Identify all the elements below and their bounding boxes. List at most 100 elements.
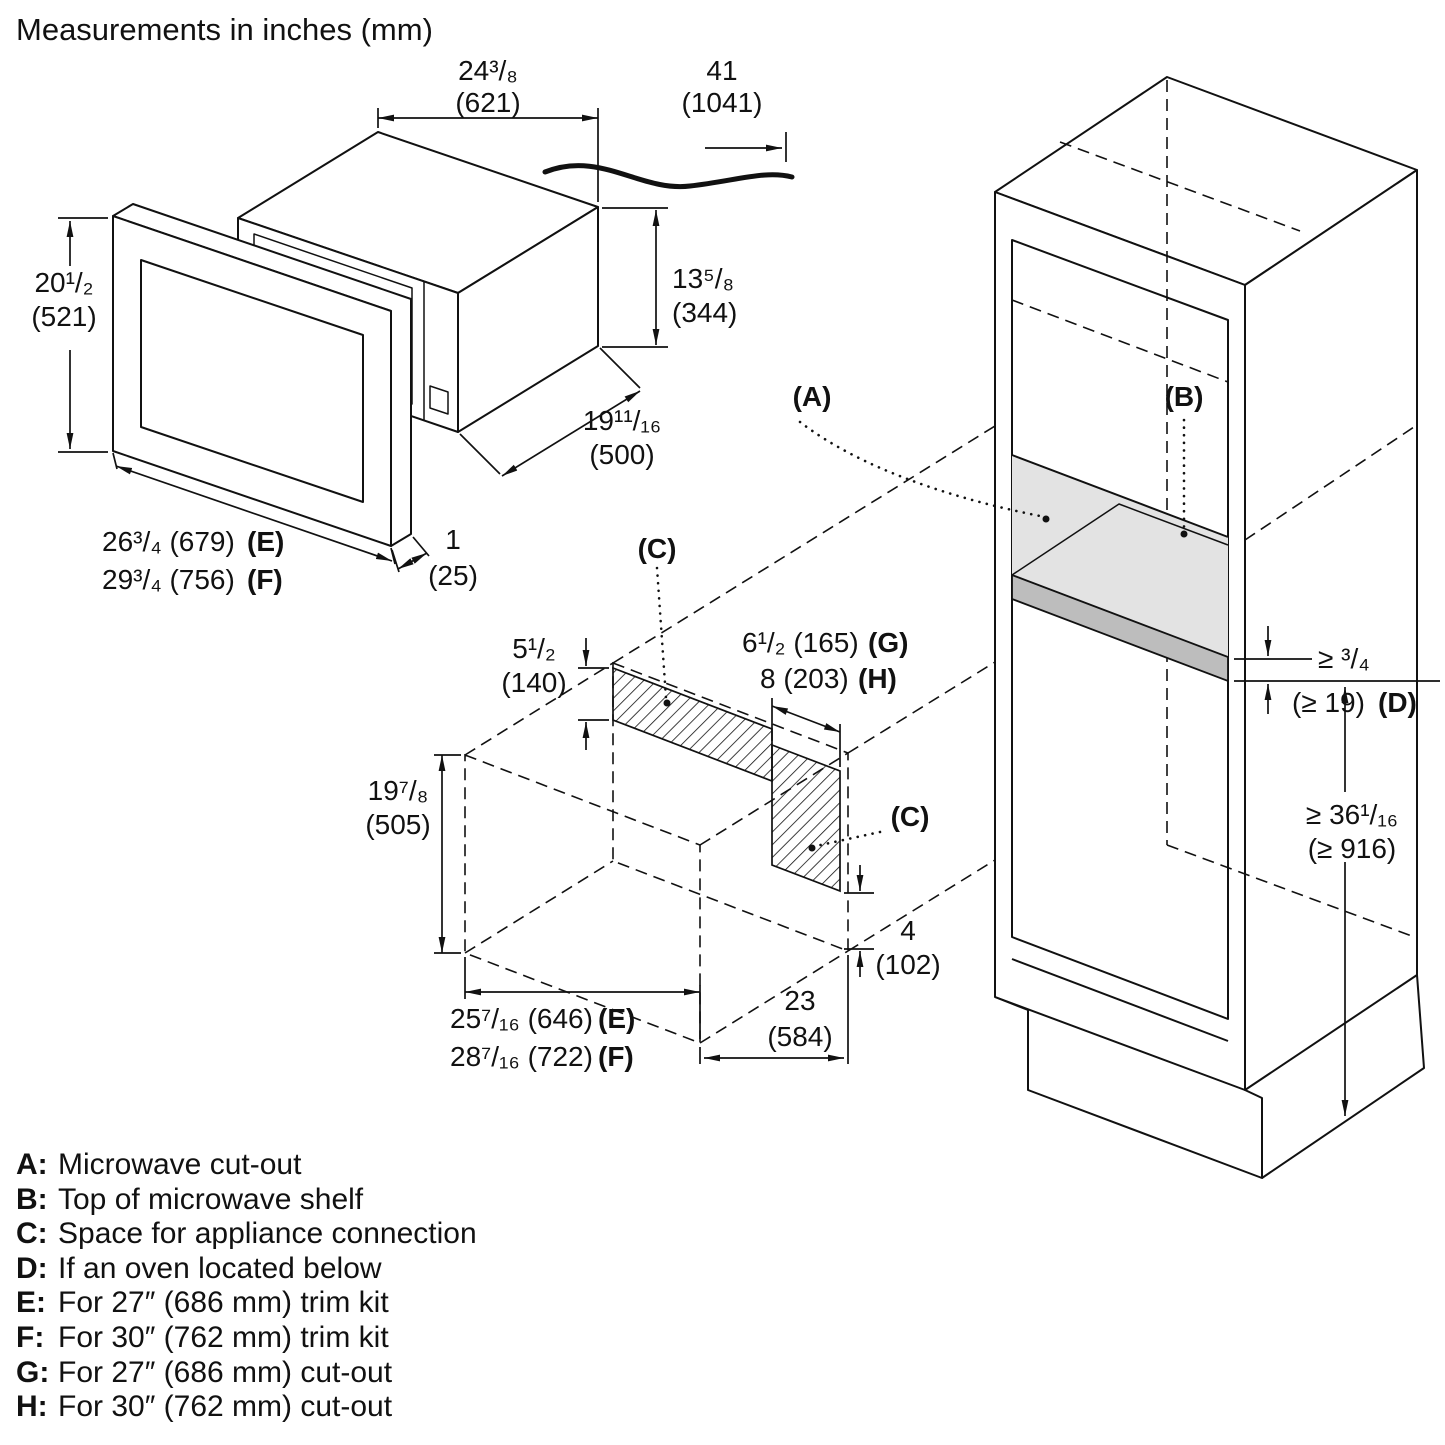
dim-shelf-thickness: ≥ ³/₄ (≥ 19) (D) xyxy=(1234,626,1440,718)
cabinet-drawing: ≥ ³/₄ (≥ 19) (D) ≥ 36¹/₁₆ (≥ 916) (A) (B… xyxy=(793,76,1440,1179)
label-shelf-thickness-mm: (≥ 19) xyxy=(1292,687,1365,718)
label-body-height-mm: (344) xyxy=(672,297,737,328)
toe-kick-side xyxy=(1261,974,1425,1179)
label-key-g: (G) xyxy=(868,627,908,658)
interior-construction-line xyxy=(1011,299,1229,383)
label-frame-thickness-in: 1 xyxy=(445,524,461,555)
legend: A:Microwave cut-out B: Top of microwave s… xyxy=(16,1148,477,1425)
label-callout-c-side: (C) xyxy=(891,801,930,832)
extension-line xyxy=(599,347,641,389)
dim-connection-height: 5¹/₂ (140) xyxy=(501,633,609,750)
label-frame-width-e: 26³/₄ (679) xyxy=(102,526,235,557)
label-key-d: (D) xyxy=(1378,687,1417,718)
label-cutout-depth-in: 23 xyxy=(784,985,815,1016)
label-body-depth-mm: (500) xyxy=(589,439,654,470)
connection-space-horizontal xyxy=(612,666,773,783)
callout-c-side: (C) xyxy=(808,801,930,852)
leader-dotted-c-side xyxy=(814,830,882,848)
label-body-depth-in: 19¹¹/₁₆ xyxy=(583,405,661,436)
label-cutout-depth-mm: (584) xyxy=(767,1021,832,1052)
microwave-cavity-shading xyxy=(1012,455,1228,657)
cabinet-floor-edge xyxy=(1011,958,1229,1042)
leader-dot-b xyxy=(1180,530,1188,538)
leader-dotted-c-top xyxy=(655,566,668,700)
legend-key-b: B: xyxy=(16,1182,48,1216)
callout-a: (A) xyxy=(793,381,1050,523)
label-shelf-thickness-in: ≥ ³/₄ xyxy=(1318,643,1370,674)
dimension-line xyxy=(115,465,393,562)
shelf-depth-edges xyxy=(1011,503,1229,576)
label-cutout-height-mm: (505) xyxy=(365,809,430,840)
label-cord-length-in: 41 xyxy=(706,55,737,86)
power-cord xyxy=(542,163,795,190)
dim-frame-thickness: 1 (25) xyxy=(391,524,478,591)
label-key-e: (E) xyxy=(247,526,284,557)
label-key-f2: (F) xyxy=(598,1041,634,1072)
label-width-h: 8 (203) xyxy=(760,663,849,694)
cutout-front-face xyxy=(464,753,701,1045)
legend-item-f: F: For 30″ (762 mm) trim kit xyxy=(16,1321,477,1356)
leader-dot-c-side xyxy=(808,844,816,852)
dimension-line xyxy=(397,552,428,570)
label-callout-b: (B) xyxy=(1165,381,1204,412)
label-shelf-height-in: ≥ 36¹/₁₆ xyxy=(1306,799,1398,830)
label-connection-height-in: 5¹/₂ xyxy=(512,633,556,664)
label-shelf-height-mm: (≥ 916) xyxy=(1308,833,1397,864)
legend-item-h: H:For 30″ (762 mm) cut-out xyxy=(16,1390,477,1425)
toe-kick-front xyxy=(994,996,1263,1179)
legend-key-h: H: xyxy=(16,1390,48,1424)
callout-c-top: (C) xyxy=(638,533,677,707)
microwave-drawing: 24³/₈ (621) 41 (1041) 20¹/₂ (521) 13⁵/₈ … xyxy=(31,55,795,595)
label-frame-thickness-mm: (25) xyxy=(428,560,478,591)
connection-space-vertical xyxy=(771,743,841,893)
label-gap-mm: (102) xyxy=(875,949,940,980)
legend-key-f: F: xyxy=(16,1320,45,1354)
leader-dot-c-top xyxy=(663,699,671,707)
projection-lines xyxy=(612,425,996,952)
cabinet-right-face xyxy=(1244,169,1418,1091)
dim-frame-height: 20¹/₂ (521) xyxy=(31,217,108,453)
dimension-line xyxy=(771,705,841,733)
leader-dot-a xyxy=(1042,515,1050,523)
dim-cutout-depth: 23 (584) xyxy=(699,955,849,1064)
cavity-top-edge xyxy=(1011,454,1229,538)
callout-b: (B) xyxy=(1165,381,1204,538)
label-width-g: 6¹/₂ (165) xyxy=(742,627,859,658)
dim-microwave-width: 24³/₈ (621) xyxy=(377,55,599,202)
dim-frame-width: 26³/₄ (679) (E) 29³/₄ (756) (F) xyxy=(102,452,396,595)
hidden-bottom-edge xyxy=(1166,844,1418,939)
label-key-f: (F) xyxy=(247,564,283,595)
legend-item-a: A:Microwave cut-out xyxy=(16,1148,477,1183)
microwave-shelf-front-edge xyxy=(1011,573,1229,683)
label-frame-height-mm: (521) xyxy=(31,301,96,332)
label-cutout-width-f: 28⁷/₁₆ (722) xyxy=(450,1041,593,1072)
label-body-height-in: 13⁵/₈ xyxy=(672,263,734,294)
label-cutout-height-in: 19⁷/₈ xyxy=(368,775,429,806)
label-frame-width-f: 29³/₄ (756) xyxy=(102,564,235,595)
legend-text-b: Top of microwave shelf xyxy=(58,1182,364,1216)
legend-text-f: For 30″ (762 mm) trim kit xyxy=(58,1320,389,1354)
dimension-line xyxy=(501,390,641,477)
legend-text-c: Space for appliance connection xyxy=(58,1217,477,1251)
legend-key-e: E: xyxy=(16,1286,46,1320)
projection-line xyxy=(847,859,996,952)
dim-shelf-height: ≥ 36¹/₁₆ (≥ 916) xyxy=(1306,687,1398,1116)
legend-item-b: B: Top of microwave shelf xyxy=(16,1183,477,1218)
label-microwave-width-in: 24³/₈ xyxy=(458,55,518,86)
cutout-edge xyxy=(464,860,614,954)
legend-text-e: For 27″ (686 mm) trim kit xyxy=(58,1286,389,1320)
legend-item-c: C:Space for appliance connection xyxy=(16,1217,477,1252)
cutout-drawing: 5¹/₂ (140) 6¹/₂ (165) (G) 8 (203) (H) 19… xyxy=(365,533,940,1072)
dim-body-height: 13⁵/₈ (344) xyxy=(602,207,737,348)
label-cutout-width-e: 25⁷/₁₆ (646) xyxy=(450,1003,593,1034)
dim-cord-length: 41 (1041) xyxy=(682,55,787,162)
legend-item-g: G:For 27″ (686 mm) cut-out xyxy=(16,1356,477,1391)
cutout-edge xyxy=(464,662,614,756)
dim-body-depth: 19¹¹/₁₆ (500) xyxy=(459,347,661,477)
legend-item-e: E: For 27″ (686 mm) trim kit xyxy=(16,1286,477,1321)
dim-connection-width: 6¹/₂ (165) (G) 8 (203) (H) xyxy=(742,627,908,767)
label-microwave-width-mm: (621) xyxy=(455,87,520,118)
label-callout-c-top: (C) xyxy=(638,533,677,564)
